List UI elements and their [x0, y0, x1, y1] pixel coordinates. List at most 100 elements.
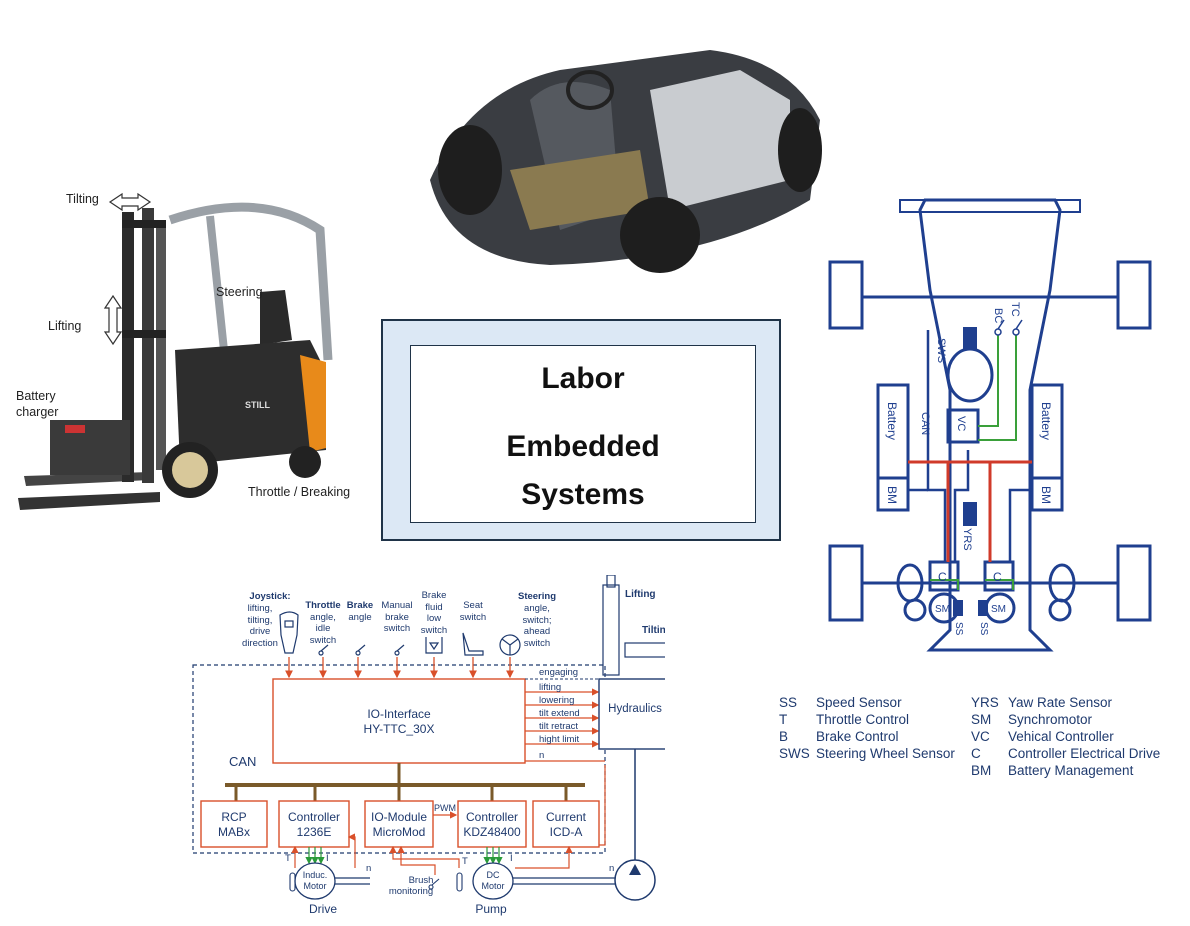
dc-motor-icon — [472, 862, 514, 900]
yrs-label: YRS — [961, 528, 973, 551]
sws-label: SWS — [935, 338, 947, 363]
module-box-io-module — [364, 800, 434, 848]
module-box-rcp — [200, 800, 268, 848]
t-label: T — [285, 853, 291, 864]
signal-label: hight limit — [539, 734, 579, 745]
c-left-label: C — [938, 570, 947, 584]
title-line-3: Systems — [521, 478, 645, 511]
legend-abbr: SWS — [779, 746, 810, 761]
vc-label: VC — [955, 416, 967, 431]
module-box-controller-1236e — [278, 800, 350, 848]
brake-line: angle — [348, 612, 371, 623]
manual-line: Manual — [381, 600, 412, 611]
battery-left-label: Battery — [885, 402, 899, 440]
throttle-line: switch — [310, 635, 336, 646]
module-label: MicroMod — [373, 825, 426, 839]
legend-abbr: B — [779, 729, 789, 744]
fluid-line: switch — [421, 625, 447, 636]
legend-item: B Brake Control — [779, 728, 955, 745]
can-label: CAN — [919, 412, 931, 435]
io-interface-line2: HY-TTC_30X — [364, 722, 435, 736]
brush-line: monitoring — [389, 886, 433, 897]
fluid-line: Brake — [422, 590, 447, 601]
seat-line: switch — [460, 612, 486, 623]
forklift-label-charger: charger — [16, 405, 58, 419]
n-label: n — [366, 863, 371, 874]
bm-left-label: BM — [885, 486, 899, 504]
tilting-label: Tilting — [642, 625, 665, 636]
signal-label: engaging — [539, 667, 578, 678]
t-label: T — [462, 856, 468, 867]
legend-text: Yaw Rate Sensor — [1008, 695, 1113, 710]
control-schematic: Joystick: lifting, tilting, drive direct… — [192, 575, 665, 916]
joystick-icon — [279, 611, 299, 654]
steering-line: ahead — [524, 626, 550, 637]
legend-text: Synchromotor — [1008, 712, 1093, 727]
legend-abbr: T — [779, 712, 788, 727]
legend-text: Brake Control — [816, 729, 899, 744]
module-label: ICD-A — [550, 825, 583, 839]
hydraulics-label: Hydraulics — [608, 703, 662, 715]
i-label: I — [326, 853, 329, 864]
legend-item: VC Vehical Controller — [971, 728, 1160, 745]
steering-title: Steering — [518, 591, 556, 602]
steering-line: switch; — [522, 615, 551, 626]
throttle-title: Throttle — [305, 600, 340, 611]
module-label: IO-Module — [371, 810, 427, 824]
legend-item: C Controller Electrical Drive — [971, 745, 1160, 762]
bm-right-label: BM — [1039, 486, 1053, 504]
io-interface-line1: IO-Interface — [367, 707, 431, 721]
battery-right-label: Battery — [1039, 402, 1053, 440]
joystick-line: drive — [250, 626, 271, 637]
brush-line: Brush — [409, 875, 434, 886]
legend-abbr: SS — [779, 695, 798, 710]
pump-label: Pump — [475, 902, 507, 916]
throttle-line: angle, — [310, 612, 336, 623]
legend-abbr: C — [971, 746, 981, 761]
module-label: KDZ48400 — [463, 825, 521, 839]
forklift-label-lifting: Lifting — [48, 319, 81, 333]
manual-line: brake — [385, 612, 409, 623]
induc-motor-line: Motor — [303, 881, 326, 891]
brake-title: Brake — [347, 600, 373, 611]
legend-abbr: YRS — [971, 695, 999, 710]
ss-left-label: SS — [953, 622, 964, 636]
chassis-frame — [918, 198, 1062, 652]
legend-abbr: BM — [971, 763, 992, 778]
io-interface-box — [272, 678, 526, 764]
vehicle-schematic: Battery Battery BM BM SWS BC TC CAN VC Y… — [828, 198, 1152, 652]
legend-item: SM Synchromotor — [971, 711, 1160, 728]
signal-label: lowering — [539, 695, 574, 706]
signal-label: n — [539, 750, 544, 761]
steering-line: switch — [524, 638, 550, 649]
joystick-title: Joystick: — [249, 591, 290, 602]
module-label: Current — [546, 810, 587, 824]
legend-text: Controller Electrical Drive — [1008, 746, 1161, 761]
legend-abbr: VC — [971, 729, 990, 744]
joystick-line: direction — [242, 638, 278, 649]
title-line-2: Embedded — [506, 430, 660, 463]
drive-label: Drive — [309, 902, 337, 916]
ss-right-label: SS — [978, 622, 989, 636]
module-box-controller-kdz — [457, 800, 527, 848]
joystick-line: tilting, — [248, 615, 273, 626]
legend-text: Vehical Controller — [1008, 729, 1114, 744]
throttle-line: idle — [316, 623, 331, 634]
module-label: Controller — [288, 810, 340, 824]
forklift-label-steering: Steering — [216, 285, 263, 299]
forklift-label-battery: Battery — [16, 389, 56, 403]
seat-line: Seat — [463, 600, 483, 611]
can-label: CAN — [229, 754, 256, 769]
module-label: MABx — [218, 825, 250, 839]
title-panel: Labor Embedded Systems — [381, 319, 781, 541]
joystick-line: lifting, — [248, 603, 273, 614]
module-label: RCP — [221, 810, 246, 824]
forklift-label-throttle: Throttle / Breaking — [248, 485, 350, 499]
legend-text: Steering Wheel Sensor — [816, 746, 955, 761]
dc-motor-line: Motor — [481, 881, 504, 891]
legend-text: Throttle Control — [816, 712, 910, 727]
module-label: Controller — [466, 810, 518, 824]
legend-abbr: SM — [971, 712, 992, 727]
